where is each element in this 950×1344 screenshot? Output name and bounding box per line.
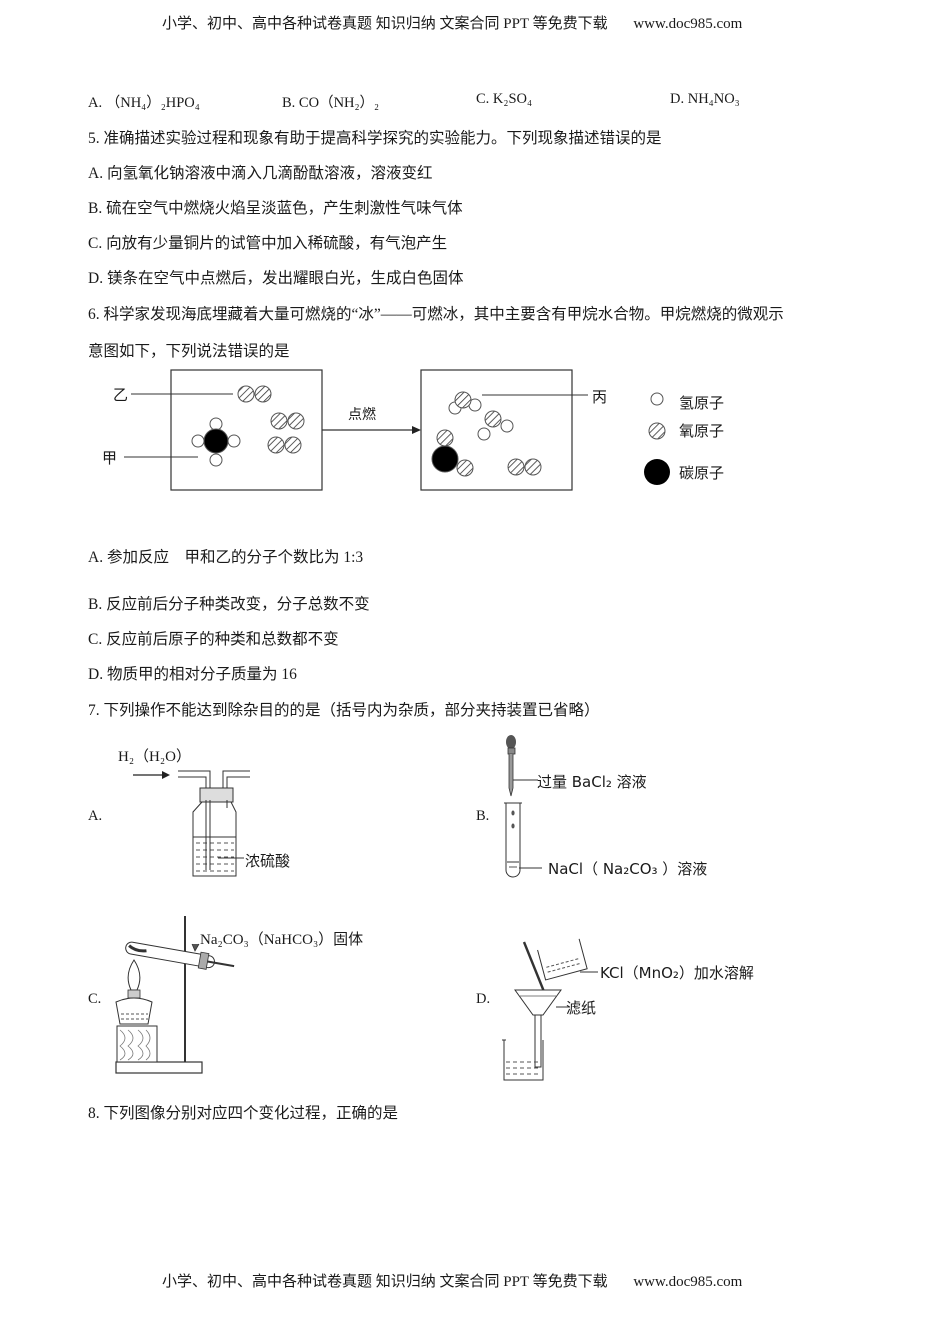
q4-option-c: C. K₂SO₄ <box>476 91 533 107</box>
page-header: 小学、初中、高中各种试卷真题 知识归纳 文案合同 PPT 等免费下载 www.d… <box>162 12 742 33</box>
heating-apparatus-figure <box>110 912 240 1082</box>
legend-carbon-label: 碳原子 <box>679 464 725 482</box>
page-footer: 小学、初中、高中各种试卷真题 知识归纳 文案合同 PPT 等免费下载 www.d… <box>162 1270 742 1291</box>
q5-option-b: B. 硫在空气中燃烧火焰呈淡蓝色，产生刺激性气味气体 <box>88 200 463 217</box>
q7-c-solid-label: Na₂CO₃（NaHCO₃）固体 <box>200 932 364 948</box>
q4-option-a: A. （NH₄）₂HPO₄ <box>88 95 200 111</box>
q7-a-letter: A. <box>88 808 103 824</box>
q6-stem-line2: 意图如下，下列说法错误的是 <box>88 343 290 360</box>
q5-option-c: C. 向放有少量铜片的试管中加入稀硫酸，有气泡产生 <box>88 235 448 252</box>
q7-b-letter: B. <box>476 808 490 824</box>
q7-d-mixture-label: KCl（MnO₂）加水溶解 <box>600 964 754 982</box>
q4-option-d: D. NH₄NO₃ <box>670 91 740 107</box>
q7-d-filter-label: 滤纸 <box>566 999 597 1017</box>
q6-option-c: C. 反应前后原子的种类和总数都不变 <box>88 631 339 648</box>
q7-d-letter: D. <box>476 991 491 1007</box>
q7-a-reagent-label: 浓硫酸 <box>245 852 291 870</box>
oxygen-atom-icon <box>648 422 666 440</box>
reaction-condition-label: 点燃 <box>348 407 376 423</box>
filtration-figure <box>498 936 598 1084</box>
label-jia: 甲 <box>102 449 118 467</box>
hydrogen-atom-icon <box>650 392 664 406</box>
footer-text: 小学、初中、高中各种试卷真题 知识归纳 文案合同 PPT 等免费下载 <box>162 1274 608 1290</box>
label-yi: 乙 <box>113 386 129 404</box>
q7-a-gas-label: H₂（H₂O） <box>118 749 191 765</box>
oxygen-molecule <box>507 458 542 476</box>
q7-b-solution-label: NaCl（ Na₂CO₃ ）溶液 <box>548 860 708 878</box>
q4-option-b: B. CO（NH₂）₂ <box>282 95 380 111</box>
dropper-test-tube-figure <box>495 733 545 883</box>
q7-b-reagent-label: 过量 BaCl₂ 溶液 <box>537 773 647 791</box>
header-text: 小学、初中、高中各种试卷真题 知识归纳 文案合同 PPT 等免费下载 <box>162 16 608 32</box>
q6-option-a: A. 参加反应 甲和乙的分子个数比为 1:3 <box>88 549 364 566</box>
q6-option-d: D. 物质甲的相对分子质量为 16 <box>88 666 297 683</box>
header-url[interactable]: www.doc985.com <box>633 16 743 32</box>
oxygen-molecule <box>237 385 305 454</box>
gas-washing-bottle-figure <box>130 765 270 885</box>
q5-stem: 5. 准确描述实验过程和现象有助于提高科学探究的实验能力。下列现象描述错误的是 <box>88 130 662 147</box>
carbon-atom-icon <box>644 459 670 485</box>
carbon-dioxide-molecule <box>431 429 474 477</box>
methane-molecule <box>191 417 241 467</box>
q8-stem: 8. 下列图像分别对应四个变化过程，正确的是 <box>88 1105 399 1122</box>
q6-stem-line1: 6. 科学家发现海底埋藏着大量可燃烧的“冰”——可燃冰，其中主要含有甲烷水合物。… <box>88 306 784 323</box>
q5-option-a: A. 向氢氧化钠溶液中滴入几滴酚酞溶液，溶液变红 <box>88 165 433 182</box>
q7-c-letter: C. <box>88 991 102 1007</box>
q6-option-b: B. 反应前后分子种类改变，分子总数不变 <box>88 596 370 613</box>
legend-oxygen-label: 氧原子 <box>679 422 725 440</box>
q7-stem: 7. 下列操作不能达到除杂目的的是（括号内为杂质，部分夹持装置已省略） <box>88 702 600 719</box>
legend-hydrogen-label: 氢原子 <box>679 394 725 412</box>
water-molecule <box>448 391 514 441</box>
footer-url[interactable]: www.doc985.com <box>633 1274 743 1290</box>
q5-option-d: D. 镁条在空气中点燃后，发出耀眼白光，生成白色固体 <box>88 270 464 287</box>
label-bing: 丙 <box>592 388 608 406</box>
methane-combustion-diagram <box>95 365 775 500</box>
